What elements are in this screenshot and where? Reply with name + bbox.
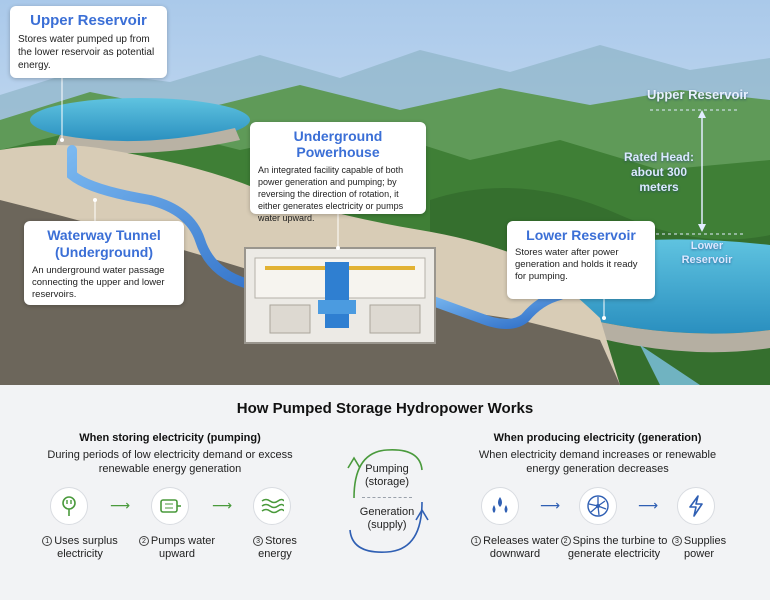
producing-step-2-number: 2 bbox=[560, 536, 571, 546]
storing-heading: When storing electricity (pumping) bbox=[79, 432, 261, 444]
river-outflow bbox=[640, 345, 700, 385]
leader-lower-dot bbox=[602, 316, 606, 320]
overlay-rated-head-label: Rated Head: about 300 meters bbox=[623, 150, 694, 194]
pump-motor-icon bbox=[151, 487, 189, 525]
waterway-tunnel-upper bbox=[67, 145, 295, 295]
producing-step-1-label: Releases water downward bbox=[483, 535, 559, 560]
callout-powerhouse-text: An integrated facility capable of both p… bbox=[258, 165, 404, 223]
cycle-bottom-label: Generation (supply) bbox=[359, 506, 415, 531]
equipment-room-left bbox=[269, 304, 311, 334]
upper-reservoir-lake bbox=[30, 98, 250, 142]
callout-upper-title: Upper Reservoir bbox=[30, 12, 147, 29]
callout-tunnel-title: Waterway Tunnel (Underground) bbox=[47, 227, 161, 260]
producing-step-3-label: Supplies power bbox=[683, 535, 727, 560]
head-arrow-bottom bbox=[698, 224, 706, 232]
callout-lower-text: Stores water after power generation and … bbox=[515, 247, 638, 282]
storing-arrow-1: ⟶ bbox=[110, 497, 131, 513]
water-drops-icon bbox=[481, 487, 519, 525]
storing-step-1-number: 1 bbox=[42, 536, 53, 546]
overlay-lower-reservoir-label: Lower Reservoir bbox=[681, 240, 733, 266]
cycle-arrowhead-pumping bbox=[347, 456, 361, 469]
lower-dam bbox=[598, 322, 770, 353]
storing-arrow-2: ⟶ bbox=[212, 497, 233, 513]
producing-step-1-number: 1 bbox=[471, 536, 482, 546]
turbine-housing bbox=[318, 300, 356, 314]
waterway-tunnel-lower bbox=[425, 290, 565, 329]
storing-step-2-number: 2 bbox=[138, 536, 149, 546]
callout-upper-reservoir: Upper Reservoir Stores water pumped up f… bbox=[10, 6, 167, 78]
water-waves-icon bbox=[253, 487, 291, 525]
producing-description: When electricity demand increases or ren… bbox=[478, 449, 717, 475]
turbine-icon bbox=[579, 487, 617, 525]
leader-powerhouse-dot bbox=[336, 246, 340, 250]
storing-step-1-label: Uses surplus electricity bbox=[54, 535, 118, 560]
explanation-panel bbox=[0, 385, 770, 600]
storing-description: During periods of low electricity demand… bbox=[47, 449, 293, 475]
callout-tunnel-text: An underground water passage connecting … bbox=[32, 265, 165, 300]
callout-lower-title: Lower Reservoir bbox=[526, 227, 636, 243]
producing-heading: When producing electricity (generation) bbox=[493, 432, 702, 444]
cycle-arrow-generation bbox=[349, 501, 423, 553]
callout-powerhouse-title: Underground Powerhouse bbox=[293, 128, 383, 160]
cycle-arrowhead-generation bbox=[415, 508, 429, 521]
hydropower-illustration: Upper Reservoir Stores water pumped up f… bbox=[0, 0, 770, 385]
head-arrow-top bbox=[698, 110, 706, 118]
equipment-room-right bbox=[369, 304, 421, 334]
leader-upper-dot bbox=[60, 138, 64, 142]
cycle-arrow-pumping bbox=[353, 449, 423, 499]
producing-arrow-2: ⟶ bbox=[638, 497, 659, 513]
producing-step-3-number: 3 bbox=[671, 536, 682, 546]
upper-dam bbox=[55, 128, 240, 154]
callout-underground-powerhouse: Underground Powerhouse An integrated fac… bbox=[250, 122, 426, 223]
callout-upper-text: Stores water pumped up from the lower re… bbox=[18, 34, 155, 71]
storing-step-3-label: Stores energy bbox=[258, 535, 297, 560]
storing-step-3-number: 3 bbox=[253, 536, 264, 546]
cycle-separator bbox=[362, 497, 412, 498]
panel-title: How Pumped Storage Hydropower Works bbox=[236, 400, 534, 417]
plug-icon bbox=[50, 487, 88, 525]
cycle-top-label: Pumping (storage) bbox=[364, 463, 410, 488]
lightning-icon bbox=[677, 487, 715, 525]
producing-step-2-label: Spins the turbine to generate electricit… bbox=[567, 535, 668, 560]
callout-lower-reservoir: Lower Reservoir Stores water after power… bbox=[507, 221, 655, 299]
producing-arrow-1: ⟶ bbox=[540, 497, 561, 513]
cycle-arrows-icon bbox=[347, 449, 429, 553]
turbine-unit bbox=[325, 262, 349, 328]
leader-tunnel-dot bbox=[93, 198, 97, 202]
storing-step-2-label: Pumps water upward bbox=[150, 535, 216, 560]
overlay-upper-reservoir-label: Upper Reservoir bbox=[647, 87, 749, 102]
callout-waterway-tunnel: Waterway Tunnel (Underground) An undergr… bbox=[24, 221, 184, 305]
